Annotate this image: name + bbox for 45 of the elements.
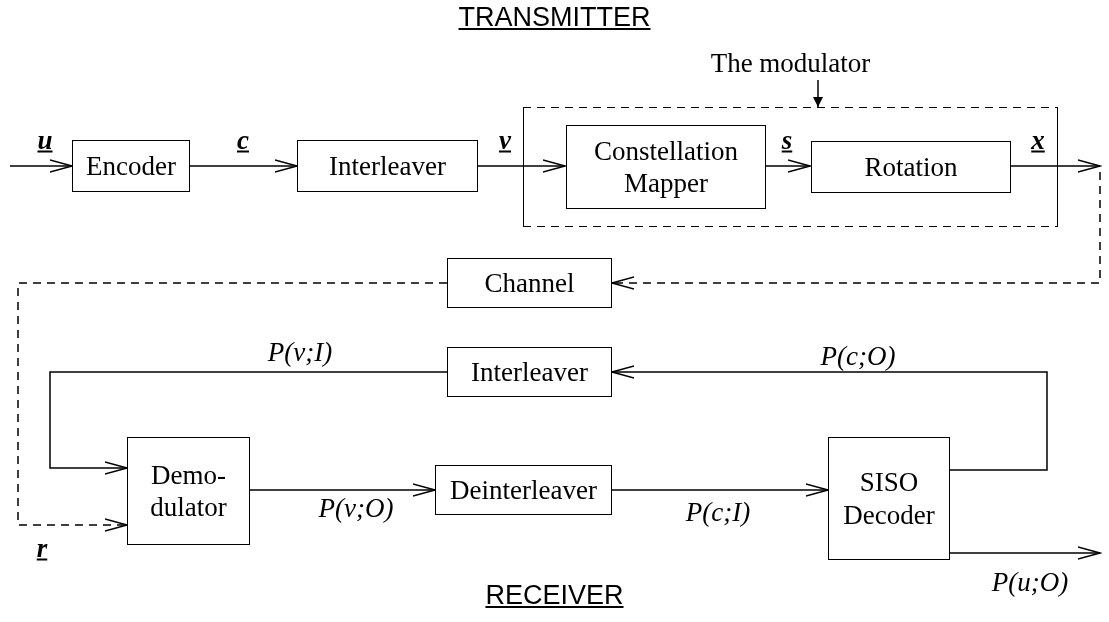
process-box [828, 437, 950, 560]
process-box [72, 140, 190, 192]
signal-symbol: r [36, 532, 48, 564]
arrow [813, 79, 823, 108]
arrow [49, 371, 448, 475]
box-label: Channel [483, 266, 576, 300]
edge-label: P(c;I) [685, 496, 751, 528]
signal-symbol: s [781, 124, 793, 156]
section-title: TRANSMITTER [458, 2, 651, 32]
arrow [611, 483, 829, 497]
process-box [447, 258, 612, 308]
arrow [949, 546, 1101, 560]
arrow [17, 282, 448, 532]
process-box [566, 125, 766, 209]
arrow [9, 159, 73, 173]
arrow [1009, 159, 1101, 173]
box-label: Demo- dulator [149, 458, 228, 524]
signal-symbol: c [237, 124, 249, 156]
arrow [477, 159, 566, 173]
process-box [297, 140, 478, 192]
group-heading: The modulator [709, 48, 872, 79]
process-box [435, 465, 612, 515]
signal-symbol: x [1031, 124, 1045, 156]
box-label: Interleaver [470, 355, 589, 389]
arrow [611, 171, 1101, 290]
section-title: RECEIVER [485, 580, 624, 610]
box-label: Deinterleaver [449, 473, 598, 507]
box-label: SISO Decoder [842, 466, 936, 531]
box-label: Rotation [863, 150, 959, 184]
arrow [764, 159, 811, 173]
arrow [611, 365, 1048, 471]
box-label: Constellation Mapper [593, 134, 739, 200]
arrow [189, 159, 298, 173]
edge-label: P(u;O) [991, 566, 1069, 598]
process-box [811, 141, 1011, 193]
box-label: Interleaver [328, 149, 447, 183]
edge-label: P(v;I) [267, 336, 333, 368]
process-box [447, 347, 612, 397]
signal-symbol: v [499, 124, 511, 156]
box-label: Encoder [85, 149, 177, 183]
signal-symbol: u [37, 124, 53, 156]
process-box [127, 437, 250, 545]
edge-label: P(v;O) [318, 492, 394, 524]
arrow [249, 483, 436, 497]
edge-label: P(c;O) [820, 340, 896, 372]
